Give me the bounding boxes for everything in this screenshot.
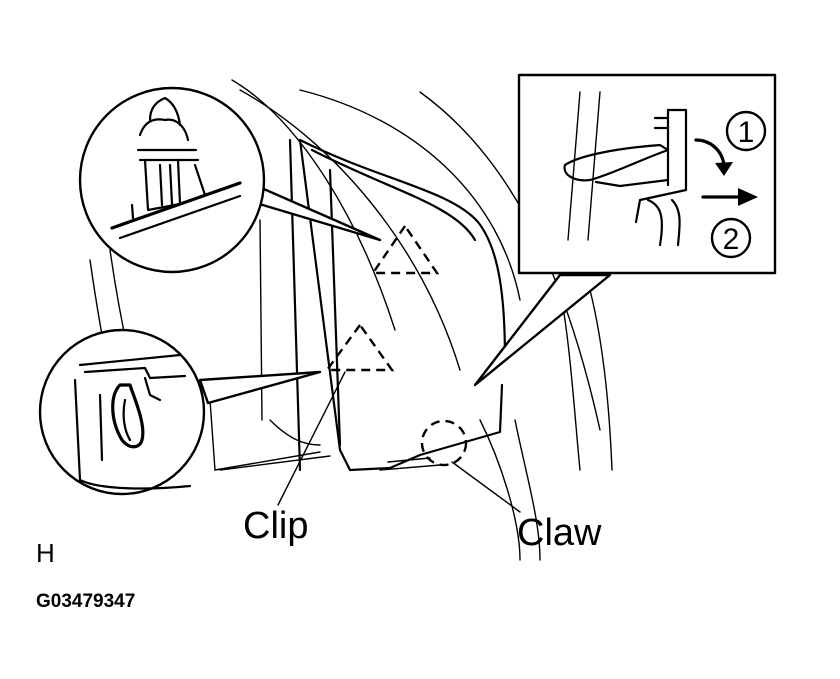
view-marker: H: [36, 538, 55, 568]
clip-leader-line: [277, 371, 346, 506]
clip-label: Clip: [243, 505, 308, 547]
claw-leader-line: [451, 461, 521, 513]
upper-clip-detail: [78, 86, 382, 274]
figure-code: G03479347: [36, 591, 135, 612]
claw-release-detail: 1 2: [473, 73, 777, 387]
step-one-number: 1: [738, 116, 755, 149]
step-two-number: 2: [723, 223, 740, 256]
lower-clip-detail: [38, 328, 322, 496]
claw-label: Claw: [517, 512, 602, 554]
step-two-badge: [710, 217, 752, 259]
step-one-badge: [725, 110, 767, 152]
claw-location-marker: [420, 419, 468, 467]
